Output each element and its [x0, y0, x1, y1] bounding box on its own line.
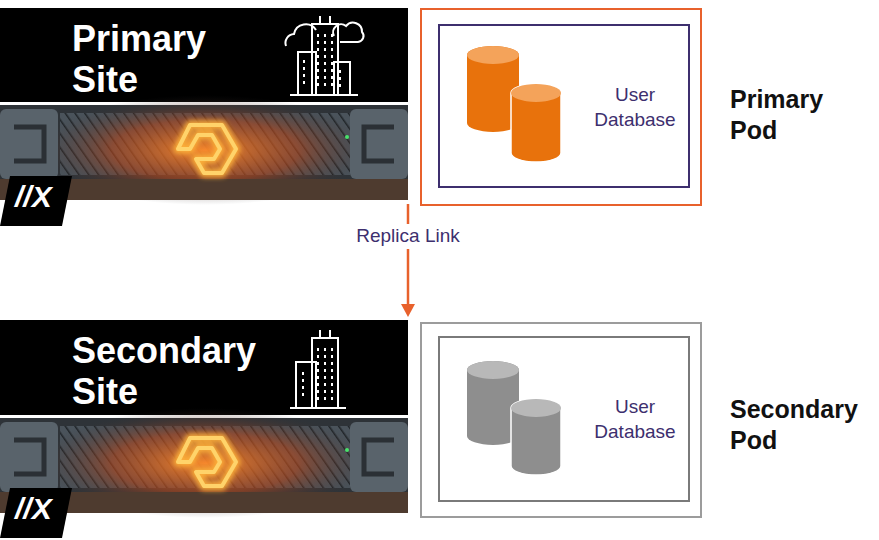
cylinder-body — [511, 84, 561, 162]
antenna — [320, 330, 330, 338]
arrow-head — [401, 304, 415, 317]
cylinder-top — [511, 84, 561, 102]
replica-arrow — [401, 204, 415, 317]
cylinder-top — [467, 361, 519, 379]
pod-box: Primary PodUser Database — [420, 8, 702, 206]
database-icon — [467, 361, 561, 475]
database-label: User Database — [590, 83, 680, 132]
database-icon — [467, 46, 561, 162]
database-label: User Database — [590, 395, 680, 444]
ground-line — [290, 94, 358, 96]
pod-title: Secondary Pod — [730, 394, 870, 457]
cylinder-body — [511, 399, 561, 475]
city-icon — [290, 330, 346, 408]
site-title: Primary Site — [72, 19, 270, 100]
site-box: Primary Site — [0, 8, 418, 200]
windows — [303, 348, 332, 400]
pod-box: Secondary PodUser Database — [420, 322, 702, 518]
model-badge — [0, 176, 72, 226]
site-box: Secondary Site — [0, 320, 418, 516]
cylinder-top — [467, 46, 519, 64]
antenna — [320, 16, 330, 24]
connector-line — [407, 204, 410, 307]
site-header — [0, 8, 408, 102]
model-badge-text: //X — [15, 494, 52, 524]
pod-title: Primary Pod — [730, 84, 870, 147]
ground-line — [290, 407, 346, 409]
model-badge — [0, 488, 72, 538]
site-title: Secondary Site — [72, 331, 270, 412]
city-icon — [285, 16, 363, 95]
connector-label: Replica Link — [352, 224, 464, 249]
windows — [304, 34, 340, 88]
building-outline — [334, 62, 350, 95]
database-box: User Database — [438, 336, 690, 502]
database-box: User Database — [438, 24, 690, 188]
building-outline — [298, 52, 316, 95]
site-header — [0, 320, 408, 415]
cylinder-top — [511, 399, 561, 417]
model-badge-text: //X — [15, 182, 52, 212]
